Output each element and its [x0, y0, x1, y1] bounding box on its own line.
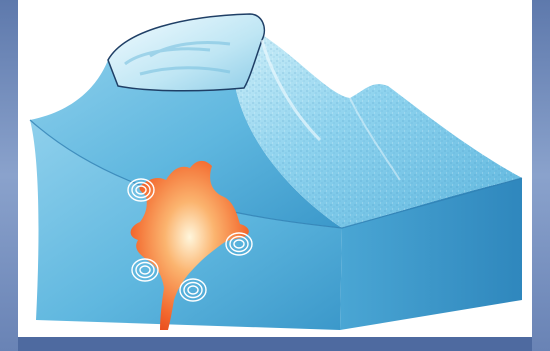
frame-bottom: [18, 337, 532, 351]
